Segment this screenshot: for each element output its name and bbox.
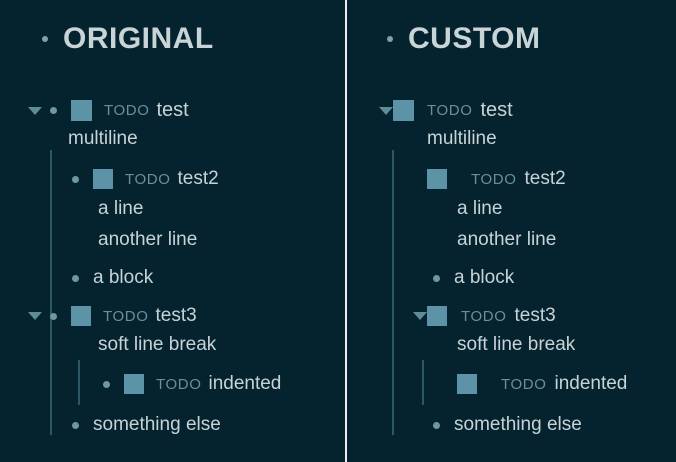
list-item-text: test2 bbox=[177, 168, 219, 189]
bullet-dot-icon bbox=[103, 380, 110, 388]
triangle-collapse-icon[interactable] bbox=[28, 312, 42, 320]
list-item-continuation: multiline bbox=[427, 128, 497, 149]
list-item-a-block[interactable]: a block bbox=[72, 267, 153, 289]
todo-label: TODO bbox=[156, 375, 202, 393]
triangle-collapse-icon[interactable] bbox=[28, 106, 42, 115]
list-item-text: test3 bbox=[514, 305, 556, 326]
list-item-something-else[interactable]: something else bbox=[72, 414, 221, 436]
bullet-dot-icon bbox=[72, 175, 79, 183]
guide-line-nested bbox=[78, 360, 80, 405]
list-item-text: test3 bbox=[155, 305, 197, 326]
checkbox-square[interactable] bbox=[71, 100, 92, 121]
list-item-text: a block bbox=[454, 267, 515, 288]
bullet-dot-icon bbox=[50, 312, 57, 320]
list-item-indented[interactable]: TODO indented bbox=[103, 373, 281, 395]
list-item-something-else[interactable]: something else bbox=[433, 414, 582, 436]
checkbox-square[interactable] bbox=[457, 374, 477, 394]
list-item-test[interactable]: TODO test bbox=[379, 99, 513, 122]
bullet-dot-icon bbox=[42, 36, 48, 42]
list-item-test[interactable]: TODO test bbox=[28, 99, 189, 122]
bullet-dot-icon bbox=[72, 274, 79, 282]
checkbox-square[interactable] bbox=[93, 169, 113, 189]
list-item-continuation: soft line break bbox=[98, 334, 217, 355]
guide-line bbox=[50, 150, 52, 435]
panel-custom-heading: CUSTOM bbox=[387, 22, 540, 56]
checkbox-square[interactable] bbox=[427, 306, 447, 326]
list-item-text: a block bbox=[93, 267, 154, 288]
bullet-dot-icon bbox=[433, 274, 440, 282]
todo-label: TODO bbox=[104, 102, 150, 119]
checkbox-square[interactable] bbox=[393, 100, 414, 121]
guide-line bbox=[392, 150, 394, 435]
list-item-text: test bbox=[480, 99, 513, 121]
todo-label: TODO bbox=[427, 102, 473, 119]
list-item-indented[interactable]: TODO indented bbox=[457, 373, 627, 395]
panel-original: ORIGINAL TODO test multiline TODO test2 … bbox=[28, 22, 282, 436]
list-item-test2[interactable]: TODO test2 bbox=[72, 168, 219, 190]
list-item-text: something else bbox=[454, 414, 582, 435]
triangle-collapse-icon[interactable] bbox=[413, 312, 427, 320]
list-item-a-block[interactable]: a block bbox=[433, 267, 514, 289]
checkbox-square[interactable] bbox=[427, 169, 447, 189]
panel-custom-title: CUSTOM bbox=[408, 22, 541, 55]
panel-custom: CUSTOM TODO test multiline TODO test2 a … bbox=[345, 0, 676, 462]
list-item-text: indented bbox=[554, 373, 628, 394]
todo-label: TODO bbox=[103, 307, 149, 325]
list-item-continuation-2: another line bbox=[98, 229, 198, 250]
panel-original-title: ORIGINAL bbox=[63, 22, 214, 55]
bullet-dot-icon bbox=[72, 421, 79, 429]
panel-original-heading: ORIGINAL bbox=[42, 22, 214, 56]
bullet-dot-icon bbox=[50, 107, 57, 114]
checkbox-square[interactable] bbox=[71, 306, 91, 326]
list-item-test2[interactable]: TODO test2 bbox=[427, 168, 566, 190]
list-item-text: test2 bbox=[524, 168, 566, 189]
list-item-continuation: a line bbox=[457, 198, 503, 219]
list-item-continuation: soft line break bbox=[457, 334, 576, 355]
list-item-text: indented bbox=[208, 373, 282, 394]
guide-line-nested bbox=[422, 360, 424, 405]
bullet-dot-icon bbox=[387, 36, 393, 42]
triangle-collapse-icon[interactable] bbox=[379, 106, 393, 115]
bullet-dot-icon bbox=[433, 421, 440, 429]
list-item-test3[interactable]: TODO test3 bbox=[28, 305, 197, 327]
list-item-text: test bbox=[156, 99, 189, 121]
list-item-text: something else bbox=[93, 414, 221, 435]
list-item-test3[interactable]: TODO test3 bbox=[413, 305, 556, 327]
list-item-continuation: multiline bbox=[68, 128, 138, 149]
checkbox-square[interactable] bbox=[124, 374, 144, 394]
list-item-continuation-2: another line bbox=[457, 229, 557, 250]
todo-label: TODO bbox=[461, 307, 507, 325]
todo-label: TODO bbox=[125, 170, 171, 188]
todo-label: TODO bbox=[471, 170, 517, 188]
todo-label: TODO bbox=[501, 375, 547, 393]
list-item-continuation: a line bbox=[98, 198, 144, 219]
